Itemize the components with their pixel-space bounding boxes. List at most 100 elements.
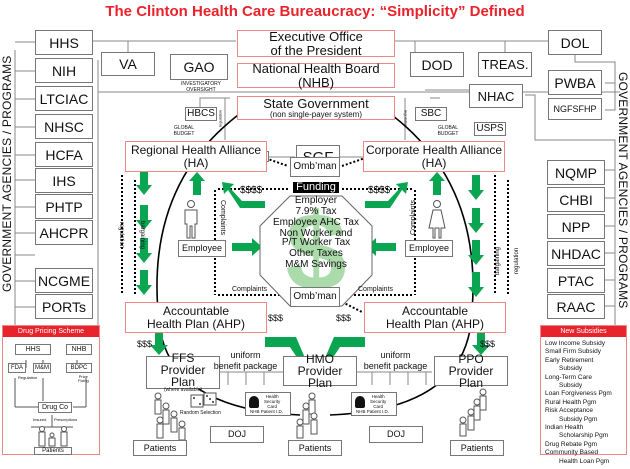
- silhouette-icon: [355, 396, 365, 408]
- hmo-line2: Provider Plan: [297, 364, 343, 390]
- agency-ptac[interactable]: PTAC: [547, 268, 605, 293]
- card-line3: Card: [267, 404, 278, 409]
- agency-ahcpr[interactable]: AHCPR: [35, 220, 93, 245]
- random-selection-label: Random Selection: [180, 410, 221, 416]
- ahp-right-line2: Health Plan (AHP): [385, 316, 485, 331]
- dod-box[interactable]: DOD: [410, 52, 464, 77]
- treas-box[interactable]: TREAS.: [478, 52, 532, 77]
- funding-item: Employer: [294, 195, 338, 206]
- agency-ports[interactable]: PORTs: [35, 294, 93, 319]
- patients-group-icon: [150, 392, 190, 447]
- usps-box[interactable]: USPS: [474, 122, 506, 136]
- drug-patients-box: Patients: [34, 447, 72, 455]
- gao-label: GAO: [183, 59, 215, 75]
- card-id-left: NHB Patient I.D.: [250, 409, 284, 414]
- agency-hhs[interactable]: HHS: [35, 30, 93, 55]
- doj-box-left[interactable]: DOJ: [210, 426, 264, 443]
- drug-pricing-panel: Drug Pricing Scheme HHS NHB FDA M&M BDPC…: [2, 325, 100, 455]
- ppo-provider-plan[interactable]: PPO Provider Plan: [434, 353, 508, 389]
- dollars-ahp-center-right: $$$: [336, 313, 352, 323]
- agency-ngfsfhp[interactable]: NGFSFHP: [548, 98, 602, 120]
- uniform-left-line2: benefit package: [213, 361, 278, 371]
- dollars-left-top: $$$$: [240, 185, 263, 196]
- patients-box-ffs[interactable]: Patients: [133, 440, 187, 456]
- agency-nhdac[interactable]: NHDAC: [547, 241, 605, 266]
- agency-ncgme[interactable]: NCGME: [35, 268, 93, 293]
- patients-box-ppo[interactable]: Patients: [450, 440, 504, 456]
- corporate-health-alliance[interactable]: Corporate Health Alliance (HA): [363, 141, 505, 172]
- ahp-left-line1: Accountable: [162, 303, 230, 318]
- patients-group-icon: [455, 388, 495, 443]
- agency-nqmp[interactable]: NQMP: [547, 160, 605, 185]
- nhb-line2: (NHB): [297, 74, 335, 90]
- gao-caption: INVESTIGATORY OVERSIGHT: [180, 81, 221, 93]
- subsidy-item: Low Income Subsidy: [545, 340, 605, 347]
- drug-pricing-header: Drug Pricing Scheme: [3, 326, 99, 337]
- va-box[interactable]: VA: [101, 52, 155, 76]
- corporate-line2: (HA): [421, 155, 447, 170]
- agency-hcfa[interactable]: HCFA: [35, 142, 93, 167]
- ffs-line2: Provider Plan: [160, 363, 206, 389]
- agency-npp[interactable]: NPP: [547, 214, 605, 239]
- agency-dol[interactable]: DOL: [548, 30, 602, 55]
- ffs-provider-plan[interactable]: FFS Provider Plan (where available): [146, 352, 220, 393]
- employee-left[interactable]: Employee: [178, 240, 226, 257]
- funding-item: Other Taxes: [289, 248, 343, 259]
- funding-item: M&M Savings: [285, 259, 347, 270]
- agency-ihs[interactable]: IHS: [35, 168, 93, 193]
- regional-line1: Regional Health Alliance: [130, 142, 262, 157]
- ombudsman-bottom[interactable]: Omb’man: [290, 287, 340, 307]
- hmo-provider-plan[interactable]: HMO Provider Plan: [283, 353, 357, 390]
- complaints-bottom-right: Complaints: [358, 286, 394, 293]
- subsidy-item: Rural Health Pgm: [545, 398, 597, 406]
- drug-co: Drug Co: [38, 402, 72, 413]
- subsidy-item: Scholarship Pgm: [559, 432, 609, 440]
- regional-health-alliance[interactable]: Regional Health Alliance (HA): [125, 141, 267, 172]
- card-line1: Health: [371, 394, 385, 399]
- subsidy-item: Subsidy Pgm: [559, 415, 598, 423]
- drug-insured: Insured: [33, 417, 47, 422]
- executive-office-box[interactable]: Executive Office of the President: [237, 30, 395, 57]
- agency-nhsc[interactable]: NHSC: [35, 114, 93, 139]
- left-side-label: GOVERNMENT AGENCIES / PROGRAMS: [0, 55, 14, 292]
- hbcs-box[interactable]: HBCS: [185, 107, 217, 121]
- nhb-line1: National Health Board: [252, 60, 380, 76]
- uniform-right-line1: uniform: [380, 350, 411, 360]
- dollars-right-top: $$$$: [368, 185, 391, 196]
- drug-nhb: NHB: [66, 344, 92, 355]
- state-line1: State Government: [263, 95, 369, 111]
- ffs-line1: FFS: [171, 351, 195, 365]
- regulation-left: regulation: [217, 109, 223, 128]
- agency-pwba[interactable]: PWBA: [548, 70, 602, 95]
- card-line1: Health: [265, 394, 279, 399]
- subsidy-item: Community Based: [545, 449, 599, 457]
- agency-chbi[interactable]: CHBI: [547, 187, 605, 212]
- dice-icon: [190, 392, 218, 413]
- agency-raac[interactable]: RAAC: [547, 294, 605, 319]
- nhb-box[interactable]: National Health Board (NHB): [237, 60, 395, 90]
- drug-price-fixing: Price Fixing: [78, 375, 89, 383]
- employee-right[interactable]: Employee: [405, 240, 453, 257]
- ahp-left[interactable]: Accountable Health Plan (AHP): [125, 302, 267, 333]
- gao-box[interactable]: GAO: [170, 54, 228, 80]
- subsidy-item: Long-Term Care: [545, 373, 592, 381]
- complaints-bottom-left: Complaints: [232, 286, 268, 293]
- card-line3: Card: [373, 404, 384, 409]
- ombudsman-top[interactable]: Omb’man: [290, 157, 340, 177]
- funding-item: P/T Worker Tax: [281, 237, 351, 248]
- agency-nih[interactable]: NIH: [35, 58, 93, 83]
- nhac-box[interactable]: NHAC: [469, 84, 523, 108]
- ahp-right[interactable]: Accountable Health Plan (AHP): [364, 302, 506, 333]
- sbc-box[interactable]: SBC: [415, 107, 447, 121]
- bargaining-right: bargaining: [495, 246, 502, 276]
- corporate-line1: Corporate Health Alliance: [365, 142, 503, 157]
- agency-ltciac[interactable]: LTCIAC: [35, 86, 93, 111]
- ahp-right-line1: Accountable: [401, 303, 469, 318]
- funding-block: Funding Employer 7.9% Tax Employee AHC T…: [262, 182, 370, 271]
- agency-phtp[interactable]: PHTP: [35, 194, 93, 219]
- patients-box-hmo[interactable]: Patients: [288, 440, 342, 456]
- state-line2: (non single-payer system): [269, 109, 363, 119]
- doj-box-right[interactable]: DOJ: [369, 426, 423, 443]
- drug-fda: FDA: [8, 363, 26, 373]
- state-government-box[interactable]: State Government (non single-payer syste…: [237, 96, 395, 120]
